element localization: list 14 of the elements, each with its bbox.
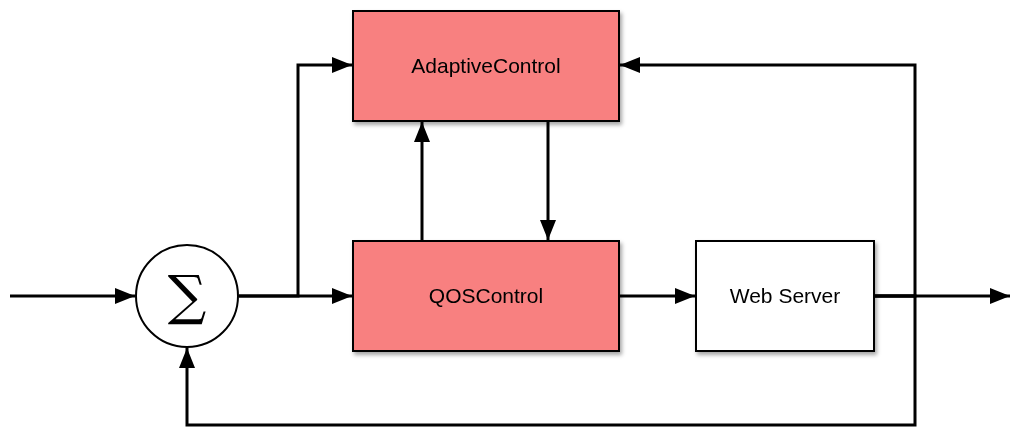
process-box bbox=[352, 240, 620, 352]
sum-symbol: ∑ bbox=[167, 269, 207, 323]
process-box bbox=[352, 10, 620, 122]
arrow bbox=[239, 57, 352, 298]
node-label: QOSControl bbox=[428, 283, 544, 310]
arrow bbox=[620, 57, 917, 298]
arrow bbox=[620, 288, 695, 304]
arrow bbox=[414, 122, 430, 240]
arrow bbox=[10, 288, 135, 304]
arrow bbox=[179, 294, 917, 427]
node-label: Web Server bbox=[729, 283, 841, 310]
arrow bbox=[540, 122, 556, 240]
process-box bbox=[695, 240, 875, 352]
node-label: AdaptiveControl bbox=[411, 53, 561, 80]
